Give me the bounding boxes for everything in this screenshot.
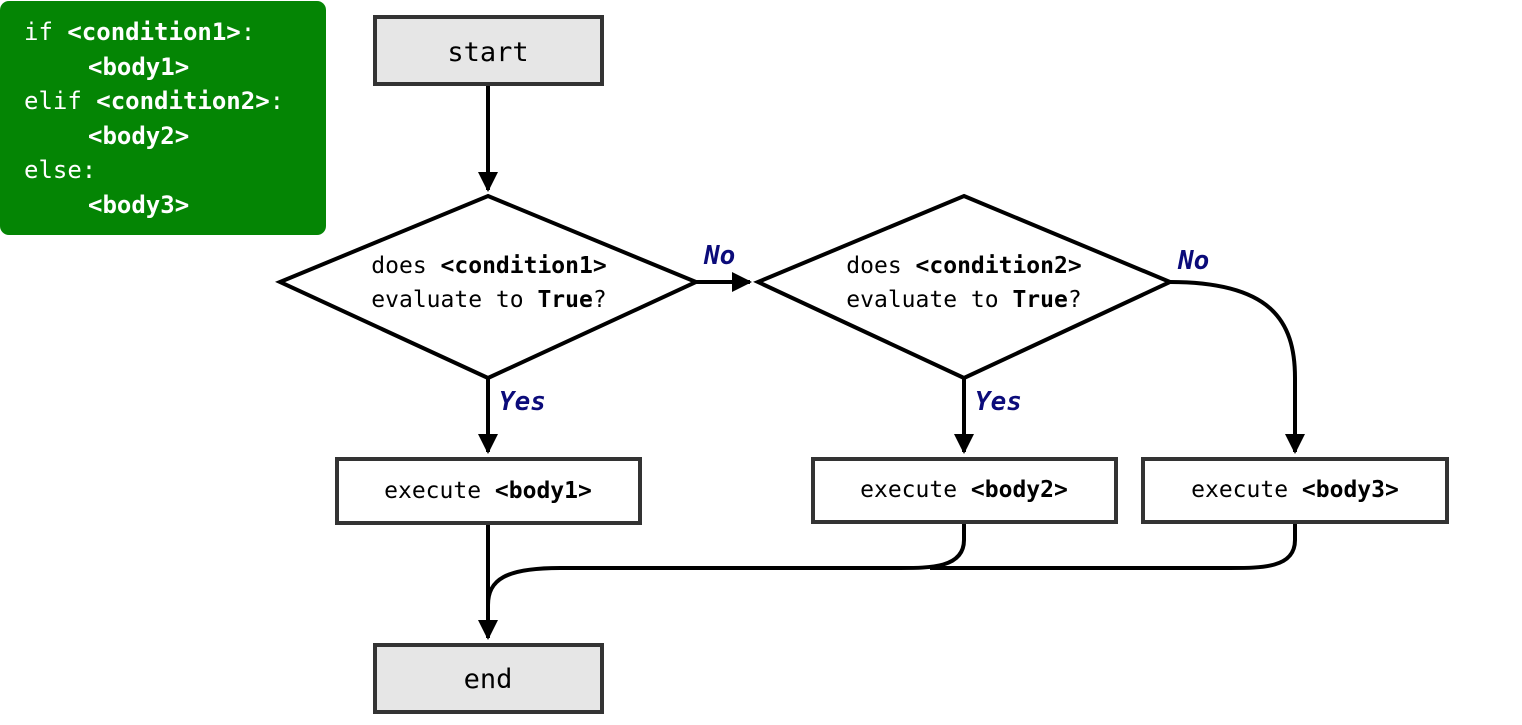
decision2-line2: evaluate to True? (846, 287, 1081, 313)
code-line-if: if <condition1>: (24, 15, 326, 50)
yes-label-1: Yes (499, 387, 546, 417)
colon: : (240, 18, 256, 46)
start-node: start (373, 15, 604, 86)
body2-code: <body2> (88, 121, 190, 150)
decision1-line1: does <condition1> (371, 253, 606, 279)
elif-keyword: elif (24, 87, 82, 115)
code-line-elif: elif <condition2>: (24, 84, 326, 119)
body2-label: execute <body2> (860, 477, 1068, 503)
decision2-line1: does <condition2> (846, 253, 1081, 279)
no-label-1: No (703, 241, 735, 271)
body1-label: execute <body1> (384, 478, 592, 504)
body1-node: execute <body1> (335, 457, 642, 525)
connector-body3-to-end (930, 523, 1297, 570)
body1-code: <body1> (88, 52, 190, 81)
body3-node: execute <body3> (1141, 457, 1449, 524)
start-label: start (447, 37, 528, 68)
body3-label: execute <body3> (1191, 477, 1399, 503)
condition1-code: <condition1> (67, 18, 241, 46)
arrow-decision2-no (1169, 280, 1305, 454)
code-line-body2: <body2> (24, 119, 326, 154)
end-node: end (373, 643, 604, 714)
code-line-else: else: (24, 153, 326, 188)
yes-label-2: Yes (975, 387, 1022, 417)
end-label: end (464, 664, 513, 695)
no-label-2: No (1177, 246, 1209, 276)
connectors (478, 85, 1305, 640)
code-panel: if <condition1>: <body1> elif <condition… (0, 1, 326, 235)
connector-body2-to-end (486, 523, 966, 606)
decision2-node: does <condition2> evaluate to True? (753, 193, 1175, 381)
body3-code: <body3> (88, 190, 190, 219)
if-keyword: if (24, 18, 53, 46)
condition2-code: <condition2> (96, 87, 270, 115)
decision1-line2: evaluate to True? (371, 287, 606, 313)
code-line-body3: <body3> (24, 188, 326, 223)
else-keyword: else: (24, 156, 97, 184)
code-line-body1: <body1> (24, 50, 326, 85)
colon: : (269, 87, 285, 115)
body2-node: execute <body2> (811, 457, 1118, 524)
decision1-node: does <condition1> evaluate to True? (275, 193, 701, 381)
